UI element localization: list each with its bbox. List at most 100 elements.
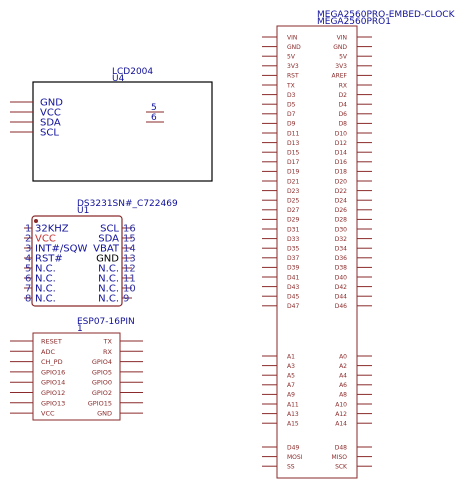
mega-pin-label: A13 xyxy=(287,411,299,418)
mega-pin-label: D47 xyxy=(287,303,299,310)
esp-pin-label: CH_PD xyxy=(41,358,63,366)
mega-pin-label: D24 xyxy=(335,198,347,205)
mega-pin-label: D36 xyxy=(335,255,347,262)
rtc-pin-number: 2 xyxy=(25,234,31,245)
esp-pin-label: GPIO12 xyxy=(41,389,65,397)
mega-pin-label: A12 xyxy=(335,411,347,418)
mega-pin-label: D33 xyxy=(287,236,299,243)
mega-pin-label: A7 xyxy=(287,382,295,389)
rtc-pin-label: RST# xyxy=(35,254,63,265)
mega-pin-label: A15 xyxy=(287,421,299,428)
lcd-pin-label: SCL xyxy=(40,128,59,139)
mega-pin-label: A1 xyxy=(287,353,295,360)
mega-pin-label: D5 xyxy=(287,102,296,109)
mega-pins: VINGND5V3V3RSTTXD3D5D7D9D11D13D15D17D19D… xyxy=(262,34,372,471)
esp-pin-label: GPIO0 xyxy=(92,379,112,387)
lcd-pin-number: 6 xyxy=(151,113,157,123)
rtc-pin-number: 4 xyxy=(25,254,31,265)
rtc-pin-number: 7 xyxy=(25,284,31,295)
esp-pin-label: GPIO4 xyxy=(92,358,112,366)
mega-pin-label: D31 xyxy=(287,226,299,233)
rtc-pin-number: 13 xyxy=(123,254,136,265)
rtc-pin-label: INT#/SQW xyxy=(35,244,88,255)
mega-pin-label: GND xyxy=(287,44,301,51)
mega-pin-label: A8 xyxy=(339,392,347,399)
mega-pin-label: 5V xyxy=(287,54,296,61)
rtc-pin-label: GND xyxy=(96,254,119,265)
mega-pin-label: D16 xyxy=(335,159,347,166)
rtc-pin-label: 32KHZ xyxy=(35,224,69,235)
rtc-right-pins: 16SCL15SDA14VBAT13GND12N.C.11N.C.10N.C.9… xyxy=(93,224,136,305)
lcd-pin-label: SDA xyxy=(40,118,61,129)
mega-pin-label: D13 xyxy=(287,140,299,147)
mega-pin-label: A9 xyxy=(287,392,295,399)
rtc-body xyxy=(31,215,123,307)
lcd-pin-label: GND xyxy=(40,98,63,109)
mega-body xyxy=(276,25,358,479)
rtc-pin-number: 6 xyxy=(25,274,31,285)
mega-pin-label: D41 xyxy=(287,274,299,281)
mega-pin-label: D43 xyxy=(287,284,299,291)
mega-pin-label: D44 xyxy=(335,294,347,301)
mega-pin-label: D29 xyxy=(287,217,299,224)
mega-pin-label: TX xyxy=(286,82,295,89)
esp-pin-label: GPIO13 xyxy=(41,399,65,407)
mega-pin-label: D17 xyxy=(287,159,299,166)
rtc-pin-label: N.C. xyxy=(98,264,119,275)
rtc-pin-label: N.C. xyxy=(98,274,119,285)
esp-pin-label: GPIO2 xyxy=(92,389,112,397)
mega-pin-label: D20 xyxy=(335,178,347,185)
mega-pin-label: A3 xyxy=(287,363,295,370)
mega-pin-label: A11 xyxy=(287,401,299,408)
lcd-pin-label: VCC xyxy=(40,108,61,119)
mega-pin-label: 5V xyxy=(339,54,348,61)
rtc-pin-label: SDA xyxy=(98,234,119,245)
rtc-pin-label: VCC xyxy=(35,234,56,245)
mega-pin-label: D2 xyxy=(339,92,348,99)
mega-pin-label: A4 xyxy=(339,373,347,380)
rtc-pin-number: 15 xyxy=(123,234,136,245)
rtc-pin-label: N.C. xyxy=(35,294,56,305)
mega2560-module[interactable]: MEGA2560PRO-EMBED-CLOCK MEGA2560PRO1 VIN… xyxy=(262,10,456,479)
mega-name: MEGA2560PRO-EMBED-CLOCK xyxy=(317,10,456,20)
rtc-name: DS3231SN#_C722469 xyxy=(77,199,178,209)
esp-pin-label: GPIO16 xyxy=(41,368,65,376)
mega-pin-label: D48 xyxy=(335,444,347,451)
mega-pin-label: D4 xyxy=(339,102,348,109)
mega-pin-label: AREF xyxy=(331,73,347,80)
mega-pin-label: SS xyxy=(287,464,295,471)
mega-pin-label: D14 xyxy=(335,150,347,157)
rtc-pin-number: 16 xyxy=(123,224,136,235)
mega-pin-label: D18 xyxy=(335,169,347,176)
mega-pin-label: D23 xyxy=(287,188,299,195)
mega-pin-label: D6 xyxy=(339,111,348,118)
esp-pin-label: GPIO15 xyxy=(88,399,112,407)
rtc-pin-number: 11 xyxy=(123,274,136,285)
mega-pin-label: VIN xyxy=(337,34,347,41)
mega-pin-label: D10 xyxy=(335,130,347,137)
rtc-pin-number: 5 xyxy=(25,264,31,275)
mega-pin-label: D42 xyxy=(335,284,347,291)
rtc-ref: U1 xyxy=(77,206,89,216)
mega-pin-label: D49 xyxy=(287,444,299,451)
esp07-module[interactable]: ESP07-16PIN 1 RESETADCCH_PDGPIO16GPIO14G… xyxy=(10,317,143,421)
rtc-pin-label: N.C. xyxy=(35,284,56,295)
mega-pin-label: D30 xyxy=(335,226,347,233)
lcd-right-pins: 56 xyxy=(146,103,164,123)
mega-pin-label: D22 xyxy=(335,188,347,195)
mega-pin-label: A5 xyxy=(287,373,295,380)
mega-pin-label: A0 xyxy=(339,353,347,360)
mega-pin-label: A10 xyxy=(335,401,347,408)
mega-pin-label: MISO xyxy=(332,454,348,461)
mega-pin-label: D38 xyxy=(335,265,347,272)
rtc-pin-label: N.C. xyxy=(98,284,119,295)
mega-pin-label: A6 xyxy=(339,382,347,389)
mega-pin-label: SCK xyxy=(335,464,348,471)
mega-pin-label: D27 xyxy=(287,207,299,214)
mega-pin-label: D7 xyxy=(287,111,296,118)
rtc-pin-label: N.C. xyxy=(98,294,119,305)
